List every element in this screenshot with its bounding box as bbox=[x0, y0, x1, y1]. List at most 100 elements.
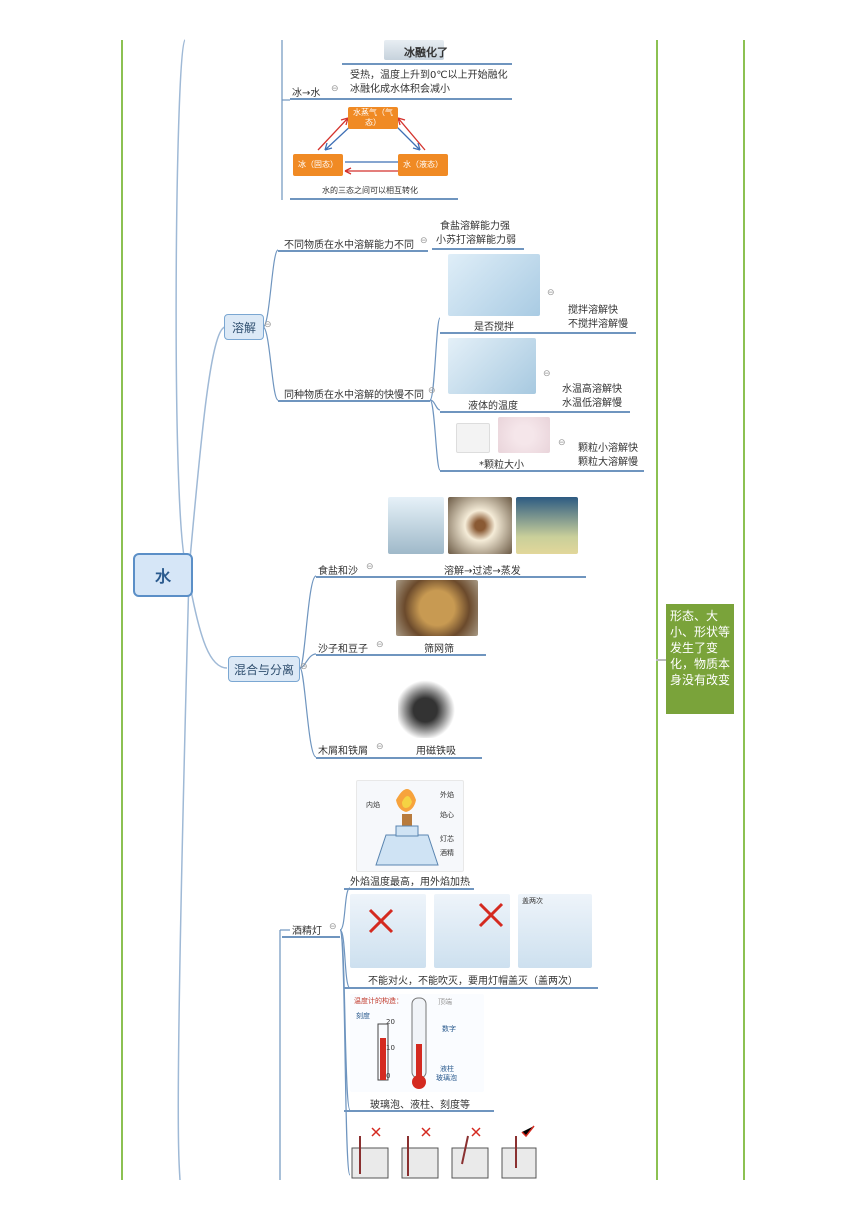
particle-caption: *颗粒大小 bbox=[479, 460, 524, 471]
ice-image bbox=[384, 40, 444, 60]
wood-iron-underline bbox=[316, 757, 482, 759]
salt-sand-label[interactable]: 食盐和沙 bbox=[318, 566, 358, 577]
lamp-diagram-drawing bbox=[375, 789, 439, 866]
wick-label: 灯芯 bbox=[440, 835, 454, 843]
sieve-image bbox=[396, 580, 478, 636]
particle-fast-text: 颗粒小溶解快 bbox=[578, 443, 638, 454]
dissolve-node[interactable]: 溶解 bbox=[224, 314, 264, 340]
temp-caption: 液体的温度 bbox=[468, 401, 518, 412]
collapse-icon[interactable]: ⊖ bbox=[420, 236, 428, 246]
left-border bbox=[121, 40, 123, 1180]
top-label: 顶端 bbox=[438, 998, 452, 1006]
diff-underline bbox=[278, 250, 428, 252]
collapse-icon[interactable]: ⊖ bbox=[543, 369, 551, 379]
wood-iron-label[interactable]: 木屑和铁屑 bbox=[318, 746, 368, 757]
liquid-state-box: 水（液态） bbox=[398, 154, 448, 176]
collapse-icon[interactable]: ⊖ bbox=[547, 288, 555, 298]
ice-to-water-label[interactable]: 冰→水 bbox=[292, 88, 321, 99]
collapse-icon[interactable]: ⊖ bbox=[331, 84, 339, 94]
temperature-beakers-image bbox=[448, 338, 536, 394]
no-light-from-lamp-image bbox=[350, 894, 426, 968]
thermometer-caption: 玻璃泡、液柱、刻度等 bbox=[370, 1100, 470, 1111]
side-note: 形态、大小、形状等发生了变化，物质本身没有改变 bbox=[666, 604, 734, 714]
particle-underline bbox=[440, 470, 644, 472]
tick-20: 20 bbox=[386, 1018, 395, 1026]
measurement-beakers-drawing bbox=[351, 1125, 537, 1179]
collapse-icon[interactable]: ⊖ bbox=[376, 640, 384, 650]
salt-sand-underline bbox=[316, 576, 586, 578]
stir-underline bbox=[440, 332, 636, 334]
thermometer-underline bbox=[344, 1110, 494, 1112]
three-states-caption: 水的三态之间可以相互转化 bbox=[322, 186, 418, 195]
temp-underline bbox=[440, 411, 630, 413]
cover-cap-image bbox=[518, 894, 592, 968]
thermometer-title: 温度计的构造： bbox=[354, 997, 403, 1005]
stir-slow-text: 不搅拌溶解慢 bbox=[568, 319, 628, 330]
heat-caption: 外焰温度最高，用外焰加热 bbox=[350, 877, 470, 888]
stir-beakers-image bbox=[448, 254, 540, 316]
stir-caption: 是否搅拌 bbox=[474, 322, 514, 333]
stir-fast-text: 搅拌溶解快 bbox=[568, 305, 618, 316]
same-substance-label[interactable]: 同种物质在水中溶解的快慢不同 bbox=[284, 390, 424, 401]
middle-border bbox=[656, 40, 658, 1180]
liquid-label: 液柱 bbox=[440, 1065, 454, 1073]
salt-sand-method: 溶解→过滤→蒸发 bbox=[444, 566, 521, 577]
lamp-safety-caption: 不能对火，不能吹灭，要用灯帽盖灭（盖两次） bbox=[368, 976, 578, 987]
mixture-node[interactable]: 混合与分离 bbox=[228, 656, 300, 682]
ice-caption-underline bbox=[342, 63, 512, 65]
outer-flame-label: 外焰 bbox=[440, 791, 454, 799]
cover-twice-tag: 盖两次 bbox=[522, 897, 543, 905]
lamp-underline bbox=[282, 936, 340, 938]
sand-beans-method: 筛网筛 bbox=[424, 644, 454, 655]
heat-underline bbox=[344, 888, 474, 890]
cross-icon bbox=[478, 902, 504, 928]
bulb-label: 玻璃泡 bbox=[436, 1074, 457, 1082]
digits-label: 数字 bbox=[442, 1025, 456, 1033]
cross-icon bbox=[368, 908, 394, 934]
note-connector bbox=[656, 659, 666, 661]
collapse-icon[interactable]: ⊖ bbox=[558, 438, 566, 448]
magnet-image bbox=[398, 668, 476, 738]
evaporate-dish-image bbox=[516, 497, 578, 554]
solid-state-box: 冰（固态） bbox=[293, 154, 343, 176]
temp-fast-text: 水温高溶解快 bbox=[562, 384, 622, 395]
collapse-icon[interactable]: ⊖ bbox=[428, 386, 436, 396]
inner-flame-label: 内焰 bbox=[366, 801, 380, 809]
collapse-icon[interactable]: ⊖ bbox=[300, 662, 308, 672]
sugar-cube-image bbox=[456, 423, 490, 453]
cycle-underline bbox=[290, 198, 458, 200]
collapse-icon[interactable]: ⊖ bbox=[366, 562, 374, 572]
wick-core-label: 焰心 bbox=[440, 811, 454, 819]
ice-detail-1: 受热，温度上升到0℃以上开始融化 bbox=[350, 70, 508, 81]
collapse-icon[interactable]: ⊖ bbox=[329, 922, 337, 932]
solubility-underline bbox=[432, 248, 524, 250]
sand-beans-underline bbox=[316, 654, 486, 656]
right-border bbox=[743, 40, 745, 1180]
sugar-powder-image bbox=[498, 417, 550, 453]
tick-10: 10 bbox=[386, 1044, 395, 1052]
safety-underline bbox=[344, 987, 598, 989]
alcohol-label: 酒精 bbox=[440, 849, 454, 857]
sand-beans-label[interactable]: 沙子和豆子 bbox=[318, 644, 368, 655]
thermometer-drawing bbox=[377, 997, 427, 1089]
scale-label: 刻度 bbox=[356, 1012, 370, 1020]
collapse-icon[interactable]: ⊖ bbox=[264, 320, 272, 330]
diff-substances-label[interactable]: 不同物质在水中溶解能力不同 bbox=[284, 240, 414, 251]
ice-melt-caption: 冰融化了 bbox=[404, 46, 448, 59]
wood-iron-method: 用磁铁吸 bbox=[416, 746, 456, 757]
ice-branch-underline bbox=[290, 98, 512, 100]
salt-strong-text: 食盐溶解能力强 bbox=[440, 221, 510, 232]
ice-detail-2: 冰融化成水体积会减小 bbox=[350, 84, 450, 95]
dissolve-beaker-image bbox=[388, 497, 444, 554]
soda-weak-text: 小苏打溶解能力弱 bbox=[436, 235, 516, 246]
temp-slow-text: 水温低溶解慢 bbox=[562, 398, 622, 409]
no-blow-out-image bbox=[434, 894, 510, 968]
particle-slow-text: 颗粒大溶解慢 bbox=[578, 457, 638, 468]
collapse-icon[interactable]: ⊖ bbox=[376, 742, 384, 752]
lamp-label[interactable]: 酒精灯 bbox=[292, 926, 322, 937]
gas-state-box: 水蒸气（气态） bbox=[348, 107, 398, 129]
same-underline bbox=[278, 400, 430, 402]
filter-paper-image bbox=[448, 497, 512, 554]
root-node[interactable]: 水 bbox=[133, 553, 193, 597]
